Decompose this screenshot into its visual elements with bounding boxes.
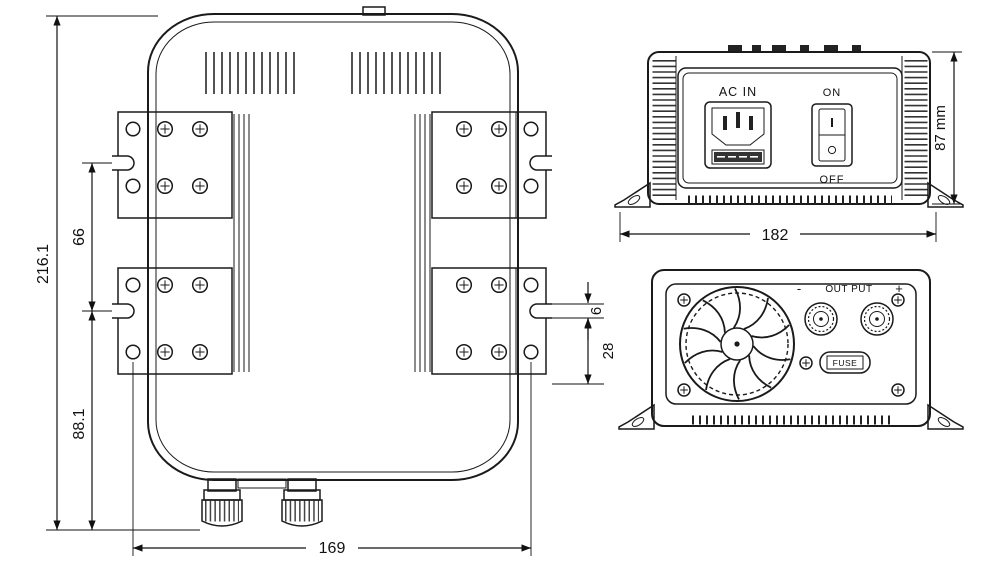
- rear-foot-left: [618, 404, 655, 430]
- output-terminal-positive: [860, 302, 894, 336]
- panel-screw: [799, 356, 813, 370]
- dim-lower-section: 88.1: [71, 311, 96, 530]
- ac-in-label: AC IN: [719, 85, 757, 99]
- dim-label-slot-spacing: 66: [71, 228, 88, 246]
- front-panel-inner: [682, 72, 898, 184]
- bracket-left: [112, 112, 249, 374]
- fuse-drawer: [711, 149, 765, 165]
- dim-overall-height: 216.1: [35, 15, 200, 531]
- off-label: OFF: [820, 174, 845, 186]
- front-foot-right: [927, 182, 964, 208]
- dim-slot-to-edge: 28: [552, 318, 617, 385]
- ac-inlet-socket: [704, 101, 772, 169]
- fuse-label: FUSE: [833, 358, 858, 368]
- bracket-right: [415, 112, 552, 374]
- cable-glands: [202, 479, 322, 526]
- power-switch: [811, 103, 853, 167]
- heatsink-fins: [652, 56, 928, 200]
- on-label: ON: [823, 87, 842, 99]
- front-shell-outline: [647, 51, 931, 205]
- dim-label-slot-to-edge: 28: [600, 343, 617, 360]
- dim-label-overall-width: 169: [319, 540, 346, 557]
- front-panel: [677, 67, 903, 189]
- dim-label-lower-section: 88.1: [71, 408, 88, 439]
- fuse-holder: FUSE: [819, 351, 871, 374]
- front-foot-left: [614, 182, 651, 208]
- cable-gland-right: [282, 479, 322, 526]
- dim-front-height: 87 mm: [932, 51, 962, 205]
- dim-slot-spacing: 66: [71, 162, 112, 312]
- dim-label-overall-height: 216.1: [35, 244, 52, 284]
- fan-blades: [683, 288, 791, 400]
- top-terminals: [728, 45, 861, 53]
- dim-label-slot-width: 6: [588, 307, 605, 315]
- panel-screw: [677, 383, 691, 397]
- dim-label-front-width: 182: [762, 227, 789, 244]
- dim-overall-width: 169: [132, 362, 532, 557]
- gland-bridge: [237, 478, 287, 489]
- cooling-fan: [679, 286, 795, 402]
- top-view: 216.1 66 88.1 6 28: [35, 6, 617, 557]
- dim-slot-width: 6: [552, 282, 605, 340]
- device-body-outline: [147, 13, 519, 481]
- device-body-inner-line: [155, 21, 511, 473]
- rear-view: - OUT PUT + FUSE: [618, 269, 964, 430]
- rear-shell-outline: [651, 269, 931, 427]
- minus-label: -: [797, 281, 801, 296]
- panel-screw: [891, 383, 905, 397]
- dim-label-front-height: 87 mm: [932, 105, 949, 151]
- output-label: OUT PUT: [825, 284, 872, 295]
- dim-front-width: 182: [619, 212, 937, 244]
- vent-slots: [205, 52, 441, 94]
- front-view: AC IN ON OFF: [614, 45, 964, 244]
- cable-gland-left: [202, 479, 242, 526]
- panel-screw: [677, 293, 691, 307]
- plus-label: +: [895, 281, 903, 296]
- output-terminal-negative: [804, 302, 838, 336]
- rear-panel: [665, 283, 917, 405]
- rear-foot-right: [927, 404, 964, 430]
